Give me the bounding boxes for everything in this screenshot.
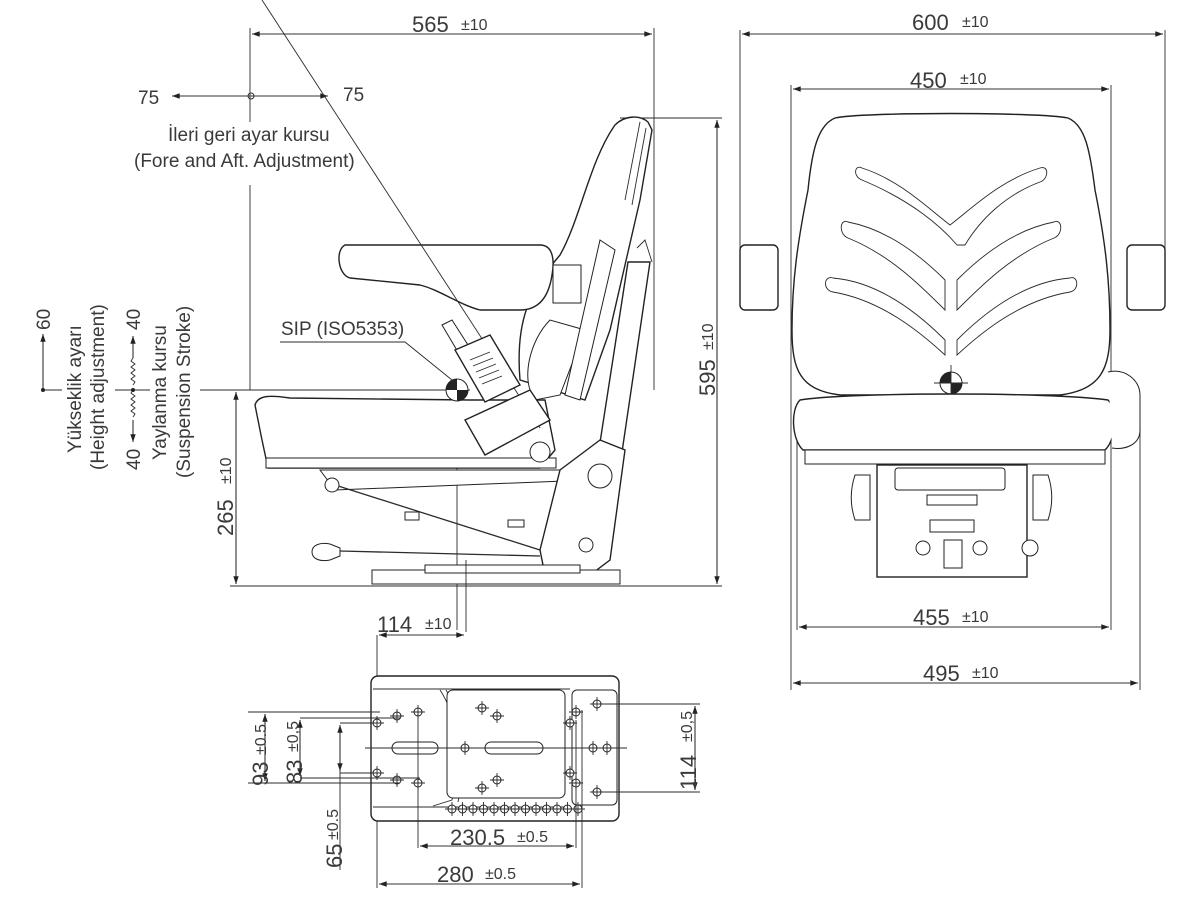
dim-83-value: 83 xyxy=(282,760,307,784)
dim-495-tolerance: ±10 xyxy=(972,665,999,682)
height-adjust-value: 60 xyxy=(34,309,55,330)
height-adjust-label-tr: Yükseklik ayarı xyxy=(65,325,86,453)
front-knob-right xyxy=(1032,474,1053,521)
dim-595-value: 595 xyxy=(695,359,720,396)
hole-crosshair xyxy=(563,716,577,730)
dim-280-tolerance: ±0.5 xyxy=(485,866,516,883)
lever-rod xyxy=(339,550,541,557)
sip-leader-line xyxy=(280,341,453,381)
sip-marker xyxy=(445,378,469,402)
suspension-up-value: 40 xyxy=(124,309,145,330)
front-seat-cushion xyxy=(792,393,1116,451)
scissor-arm xyxy=(334,484,541,551)
suspension-label-en: (Suspension Stroke) xyxy=(174,306,195,478)
hole-crosshair xyxy=(490,773,504,787)
dim-600-tolerance: ±10 xyxy=(962,14,989,31)
hole-crosshair xyxy=(475,701,489,715)
right-armrest xyxy=(1126,244,1166,311)
spring-icon xyxy=(130,357,136,418)
front-suspension-fitting xyxy=(972,540,988,556)
suspension-label-tr: Yaylanma kursu xyxy=(150,325,171,460)
hole-crosshair xyxy=(569,705,583,719)
belt-retractor xyxy=(464,389,552,456)
height-adjust-label-en: (Height adjustment) xyxy=(88,304,109,470)
column-top xyxy=(636,239,653,263)
dim-265-tolerance: ±10 xyxy=(218,457,235,484)
backrest-edge xyxy=(624,121,647,206)
pivot xyxy=(324,477,340,493)
front-knob-left xyxy=(850,474,871,521)
hole-crosshair xyxy=(390,709,404,723)
dim-114-top-tolerance: ±10 xyxy=(425,616,452,633)
mounting-holes xyxy=(370,697,614,816)
front-view: 600 ±10 450 ±10 455 ±10 495 ±10 xyxy=(739,10,1166,690)
dim-455-value: 455 xyxy=(913,605,950,630)
dim-65-value: 65 xyxy=(322,844,347,868)
dim-114-top-value: 114 xyxy=(377,612,412,637)
dim-565-value: 565 xyxy=(412,12,449,37)
belt-buckle xyxy=(453,334,521,403)
armrest xyxy=(338,244,554,311)
bracket xyxy=(404,511,420,521)
dim-265-value: 265 xyxy=(213,499,238,536)
dim-83-tolerance: ±0,5 xyxy=(285,721,302,752)
dim-93-tolerance: ±0.5 xyxy=(253,724,270,755)
suspension-point xyxy=(131,388,135,392)
lever-handle xyxy=(311,542,341,562)
fore-aft-left-value: 75 xyxy=(138,88,159,109)
buckle-ribs xyxy=(469,351,503,385)
dim-455-tolerance: ±10 xyxy=(962,609,989,626)
height-adjust-point xyxy=(41,388,45,392)
dim-93-value: 93 xyxy=(248,762,273,786)
fore-aft-label-tr: İleri geri ayar kursu xyxy=(168,125,330,146)
mounting-plate-view: 114 ±10 93 ±0.5 83 ±0,5 65 ±0.5 114 ±0, xyxy=(248,560,701,888)
armrest-bracket xyxy=(552,264,582,304)
left-armrest xyxy=(739,244,779,311)
backrest-rail xyxy=(564,239,616,401)
backrest-ribs xyxy=(825,166,1078,357)
side-handle xyxy=(1107,370,1141,449)
dim-280-value: 280 xyxy=(437,862,474,887)
front-backrest xyxy=(791,112,1111,396)
hole-crosshair xyxy=(490,709,504,723)
front-seat-pan xyxy=(804,449,1106,465)
seat-pan xyxy=(265,457,557,469)
dim-114-right-value: 114 xyxy=(676,755,701,790)
dim-230-tolerance: ±0.5 xyxy=(517,829,548,846)
front-suspension-top xyxy=(894,467,1006,491)
front-suspension-plate xyxy=(926,494,978,506)
front-suspension-plate xyxy=(929,519,975,533)
hole-crosshair xyxy=(475,781,489,795)
dim-595-tolerance: ±10 xyxy=(700,323,717,350)
fore-aft-label-en: (Fore and Aft. Adjustment) xyxy=(134,151,355,172)
side-view: 565 ±10 75 75 İleri geri ayar kursu (For… xyxy=(34,0,722,630)
dim-450-tolerance: ±10 xyxy=(960,71,987,88)
belt-anchor xyxy=(529,441,551,463)
fore-aft-center xyxy=(247,92,255,100)
dim-495-value: 495 xyxy=(923,661,960,686)
lumbar-pad xyxy=(527,319,586,401)
bracket xyxy=(507,519,525,528)
dim-565-tolerance: ±10 xyxy=(461,17,488,34)
dim-114-right-tolerance: ±0,5 xyxy=(679,711,696,742)
sip-label: SIP (ISO5353) xyxy=(281,319,404,340)
suspension-down-value: 40 xyxy=(124,449,145,470)
hole-crosshair xyxy=(563,766,577,780)
fore-aft-right-value: 75 xyxy=(343,85,364,106)
seat-frame xyxy=(319,469,591,491)
dim-450-value: 450 xyxy=(910,68,947,93)
front-suspension-shock xyxy=(943,539,963,569)
knob xyxy=(578,537,594,553)
hole-crosshair xyxy=(571,802,585,816)
front-suspension-fitting xyxy=(915,540,931,556)
dim-65-tolerance: ±0.5 xyxy=(325,809,342,840)
front-adjust-knob xyxy=(1021,539,1039,557)
dim-230-value: 230.5 xyxy=(450,825,505,850)
dim-600-value: 600 xyxy=(912,10,949,35)
hole-crosshair xyxy=(390,773,404,787)
weight-adjust-knob xyxy=(587,463,613,489)
slide-rail xyxy=(424,564,581,574)
